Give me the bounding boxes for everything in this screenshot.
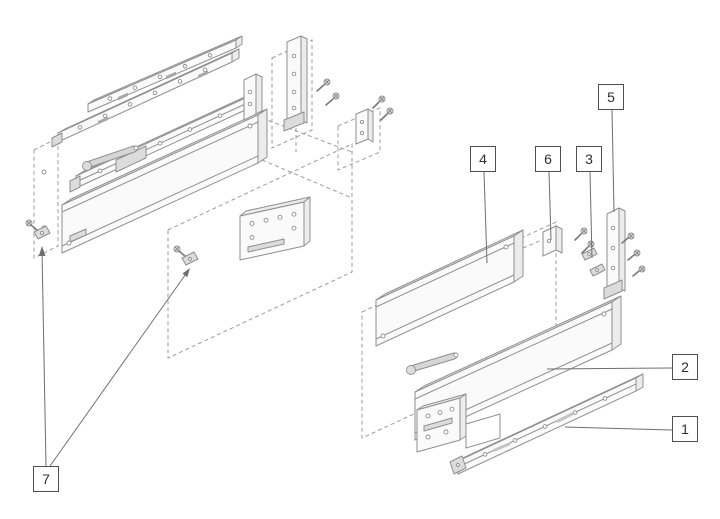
callout-5: 5 [598,84,624,110]
callout-6: 6 [535,146,561,172]
rear-fixing-bracket [603,207,626,300]
front-fixing-bracket-top [283,35,308,132]
callout-7: 7 [33,466,59,492]
coupling-block [542,225,563,257]
screw [372,95,386,109]
screw [621,232,635,244]
callout-2: 2 [672,354,698,380]
screw [316,78,331,92]
rail-top-left [87,35,243,113]
screw [632,265,646,277]
rail-upper-left [51,48,240,148]
fixing-clip-center [173,245,199,266]
push-rod-right [406,352,459,375]
drawer-side-panel-left [61,108,268,254]
front-bracket-left [243,73,263,121]
screw [380,107,394,121]
side-bracket-mid [355,108,374,145]
fixing-clip-left [25,219,51,240]
hook-clips [581,247,606,277]
callout-3: 3 [576,146,602,172]
screw [574,227,588,241]
push-rod-left [82,145,139,171]
slide-rail-right [449,373,644,475]
leader-lines [38,109,673,467]
callout-4: 4 [470,146,496,172]
screw [325,92,340,106]
label-plate [465,413,501,449]
drawer-side-panel-right [375,229,524,347]
screws [316,78,646,277]
screw [581,240,595,254]
back-panel-left [239,196,311,261]
screw [627,249,641,261]
callout-1: 1 [672,416,698,442]
